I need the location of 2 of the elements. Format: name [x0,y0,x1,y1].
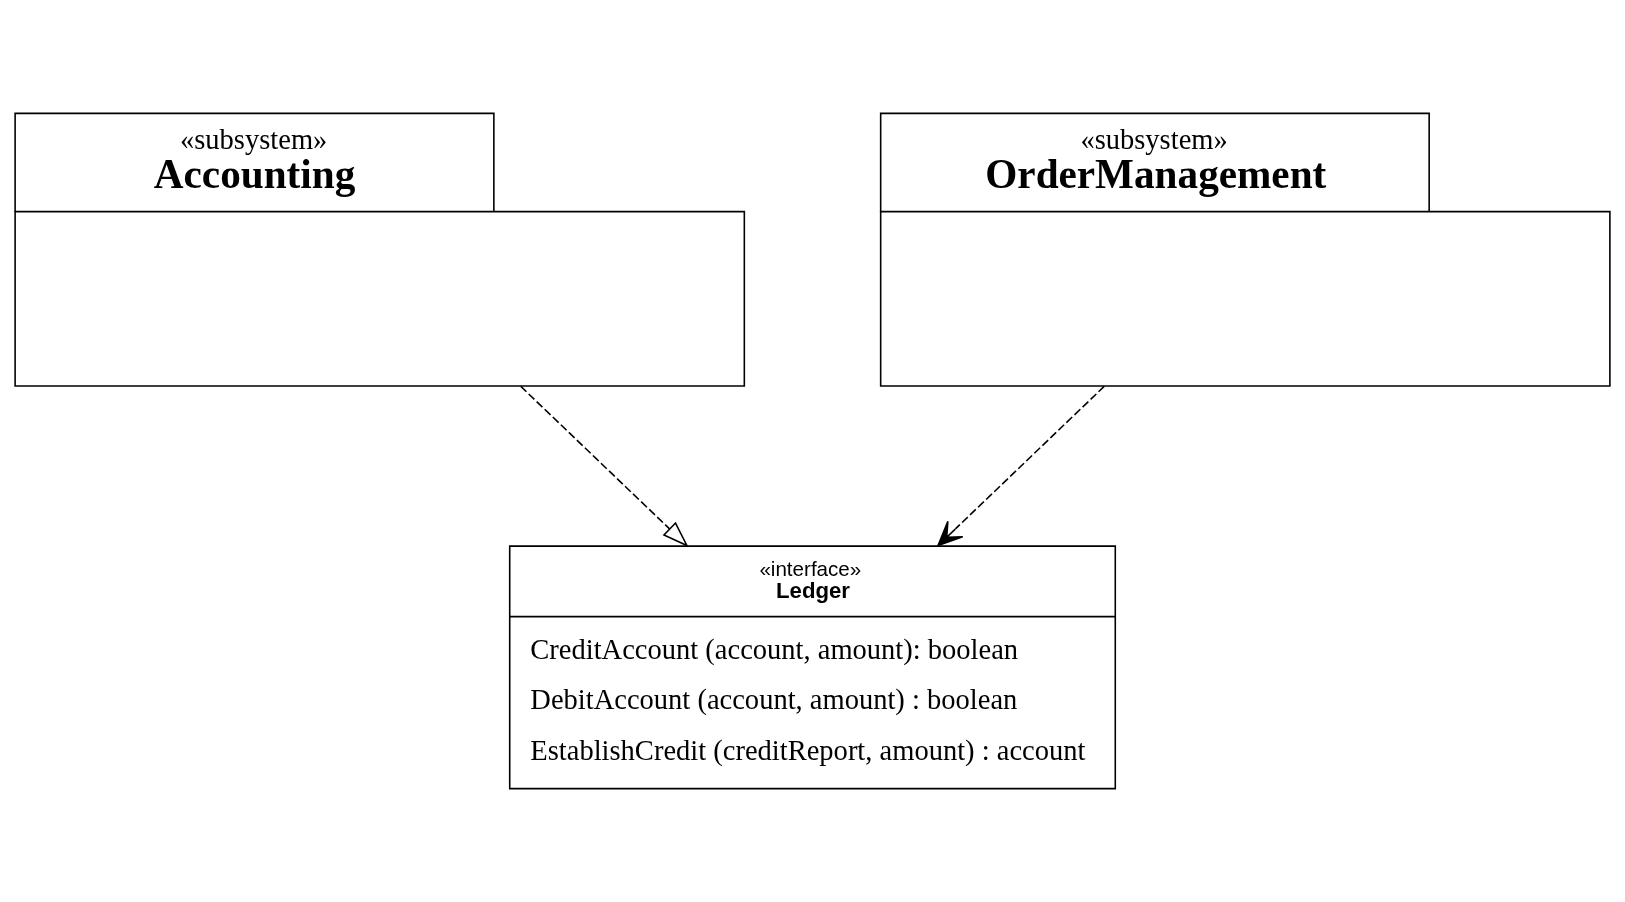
arrow [520,385,689,548]
arrow [937,385,1105,547]
